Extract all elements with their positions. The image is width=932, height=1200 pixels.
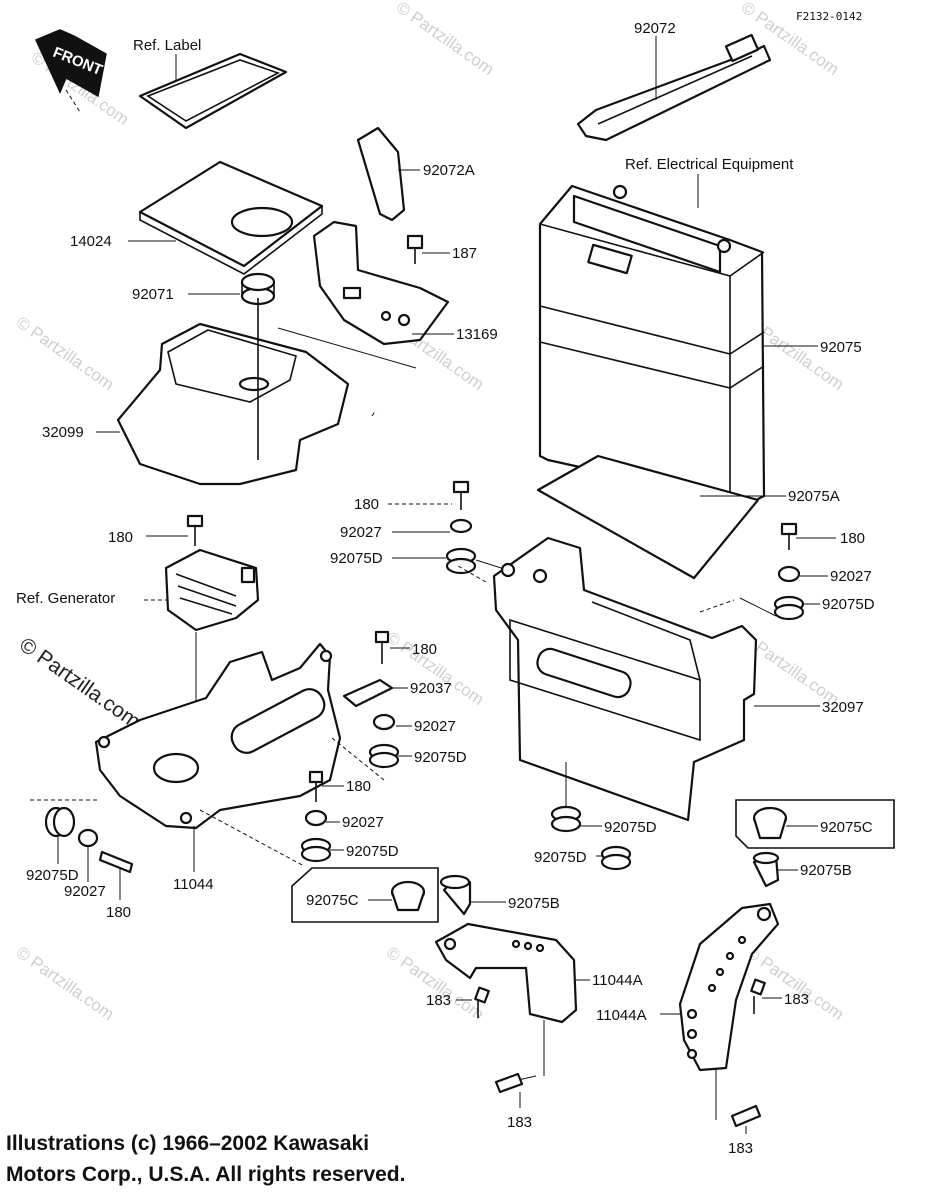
part-label-92075b-r: 92075B <box>800 862 852 879</box>
part-label-183-r2: 183 <box>728 1140 753 1157</box>
part-label-187: 187 <box>452 245 477 262</box>
grommet-92075b-right <box>752 851 780 865</box>
part-label-180-top: 180 <box>354 496 379 513</box>
part-label-180-gen: 180 <box>108 529 133 546</box>
battery-box-32097 <box>492 536 820 822</box>
grommet-box-2 <box>596 845 632 871</box>
part-label-92075d-box1: 92075D <box>604 819 657 836</box>
watermark: © Partzilla.com <box>393 0 498 79</box>
grommet-92075c-left <box>291 867 439 923</box>
grommet-92075b-center <box>439 874 471 890</box>
part-label-92075: 92075 <box>820 339 862 356</box>
part-label-183-c1: 183 <box>426 992 451 1009</box>
part-label-180-r: 180 <box>840 530 865 547</box>
bracket-13169 <box>277 220 454 369</box>
front-arrow: FRONT <box>34 29 107 113</box>
pad-92075a <box>536 454 786 580</box>
ref-label-text: Ref. Label <box>133 37 201 54</box>
part-label-92075b-c: 92075B <box>508 895 560 912</box>
cover-14024 <box>128 160 324 275</box>
part-label-11044a-c: 11044A <box>592 972 643 989</box>
hardware-stack-mid2 <box>300 770 344 863</box>
part-label-92037: 92037 <box>410 680 452 697</box>
part-label-92027-top: 92027 <box>340 524 382 541</box>
watermark: © Partzilla.com <box>13 943 118 1024</box>
part-label-92027-r: 92027 <box>830 568 872 585</box>
ref-label-sticker <box>138 52 288 130</box>
copyright-line-2: Motors Corp., U.S.A. All rights reserved… <box>6 1163 406 1186</box>
part-label-180-m2: 180 <box>346 778 371 795</box>
part-label-14024: 14024 <box>70 233 112 250</box>
part-label-92075c-r: 92075C <box>820 819 873 836</box>
grommet-92071 <box>188 272 276 306</box>
part-label-32097: 32097 <box>822 699 864 716</box>
part-label-32099: 32099 <box>42 424 84 441</box>
part-label-92075d-top: 92075D <box>330 550 383 567</box>
case-32099 <box>96 298 350 486</box>
grommet-box-1 <box>550 805 602 833</box>
regulator <box>144 514 260 748</box>
strap-92072a <box>356 126 420 222</box>
part-label-11044a-r: 11044A <box>596 1007 647 1024</box>
ref-generator-text: Ref. Generator <box>16 590 115 607</box>
hardware-stack-mid1 <box>342 630 412 769</box>
part-label-11044: 11044 <box>173 876 214 893</box>
hardware-bottom-left <box>44 806 134 900</box>
hardware-stack-right <box>739 522 836 621</box>
bracket-11044 <box>30 642 385 872</box>
part-label-180-m1: 180 <box>412 641 437 658</box>
hardware-stack-top <box>388 480 521 575</box>
part-label-13169: 13169 <box>456 326 498 343</box>
part-label-92071: 92071 <box>132 286 174 303</box>
watermark: © Partzilla.com <box>13 313 118 394</box>
bracket-11044a-right <box>660 854 798 1120</box>
part-label-92072: 92072 <box>634 20 676 37</box>
bolt-183-c1 <box>456 986 490 1018</box>
bolt-183-r2 <box>730 1104 762 1134</box>
part-label-92027-m1: 92027 <box>414 718 456 735</box>
part-label-92075c-l: 92075C <box>306 892 359 909</box>
part-label-92075d-box2: 92075D <box>534 849 587 866</box>
grommet-92075c-right <box>735 799 895 849</box>
part-label-92075d-bl: 92075D <box>26 867 79 884</box>
part-label-92075a: 92075A <box>788 488 840 505</box>
watermark-dark: © Partzilla.com <box>15 633 144 733</box>
bolt-183-r1 <box>750 978 782 1014</box>
part-label-92027-bl: 92027 <box>64 883 106 900</box>
part-label-92075d-r: 92075D <box>822 596 875 613</box>
ref-electrical-text: Ref. Electrical Equipment <box>625 156 794 173</box>
diagram-code: F2132-0142 <box>796 10 862 23</box>
part-label-183-c2: 183 <box>507 1114 532 1131</box>
part-label-92027-m2: 92027 <box>342 814 384 831</box>
part-label-92072a: 92072A <box>423 162 475 179</box>
part-label-183-r1: 183 <box>784 991 809 1008</box>
bolt-187 <box>406 234 450 264</box>
strap-92072 <box>576 33 772 142</box>
part-label-92075d-m2: 92075D <box>346 843 399 860</box>
part-label-180-bl: 180 <box>106 904 131 921</box>
bolt-183-c2 <box>494 1072 524 1108</box>
part-label-92075d-m1: 92075D <box>414 749 467 766</box>
copyright-line-1: Illustrations (c) 1966–2002 Kawasaki <box>6 1132 370 1155</box>
battery-92075 <box>538 184 818 506</box>
